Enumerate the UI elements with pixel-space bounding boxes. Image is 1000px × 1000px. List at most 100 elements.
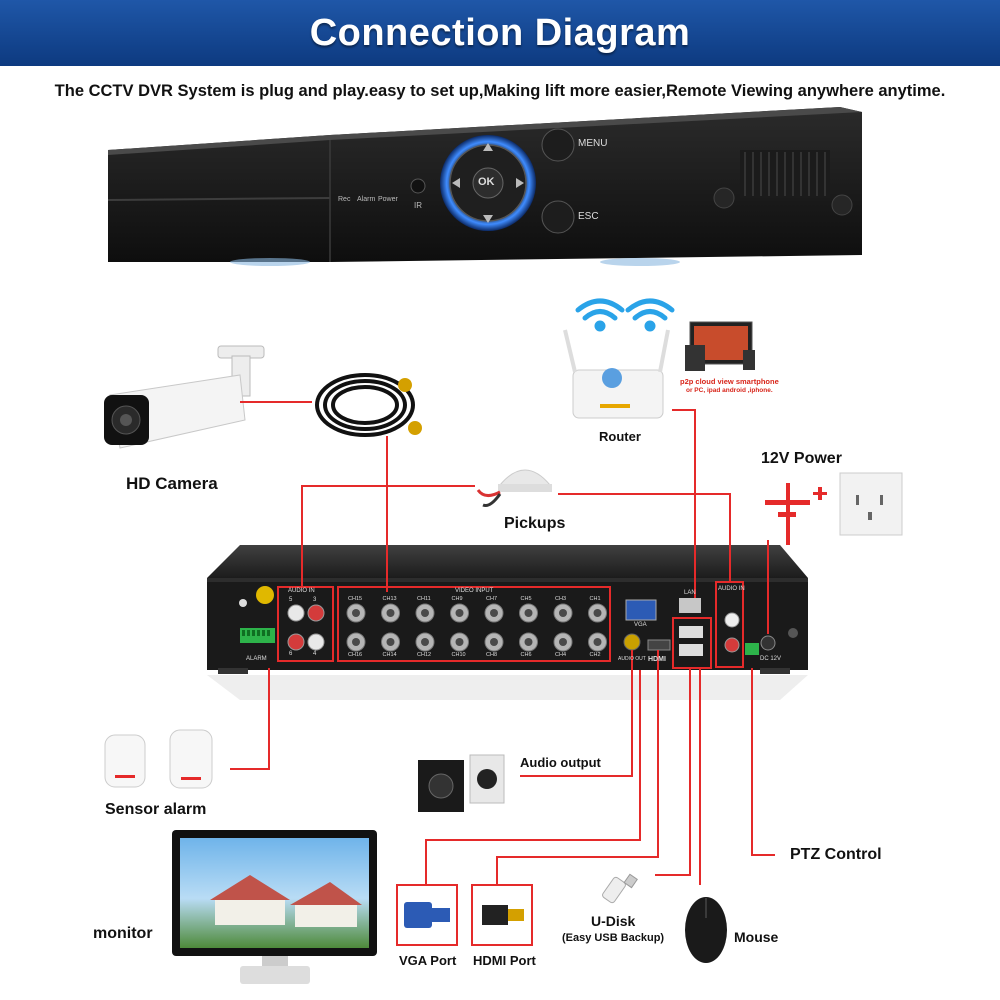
channel-label: CH4 bbox=[555, 652, 567, 658]
audio-in-right-label: AUDIO IN bbox=[718, 586, 745, 592]
channel-label: CH16 bbox=[348, 652, 363, 658]
audio-in-left-label: AUDIO IN bbox=[288, 588, 315, 594]
pickup-mic-icon bbox=[476, 469, 552, 507]
channel-label: CH1 bbox=[589, 596, 601, 602]
ptz-control-label: PTZ Control bbox=[790, 846, 882, 863]
channel-label: CH8 bbox=[486, 652, 498, 658]
ok-label: OK bbox=[478, 176, 495, 188]
alarm-port-label: ALARM bbox=[246, 656, 267, 662]
sensor-alarm-label: Sensor alarm bbox=[105, 801, 207, 818]
page-title: Connection Diagram bbox=[309, 12, 691, 54]
header-banner: Connection Diagram bbox=[0, 0, 1000, 66]
wifi-icon bbox=[575, 298, 625, 332]
lan-port-label: LAN bbox=[684, 590, 696, 596]
vga-cable-icon bbox=[404, 902, 450, 928]
power-outlet-icon bbox=[839, 472, 903, 536]
channel-label: CH3 bbox=[555, 596, 567, 602]
connector-lines bbox=[230, 401, 775, 885]
router-icon bbox=[563, 329, 670, 419]
channel-label: CH12 bbox=[417, 652, 432, 658]
bnc-connector-core bbox=[455, 638, 464, 646]
power-indicator: Power bbox=[378, 196, 398, 203]
router-label: Router bbox=[599, 429, 641, 444]
dvr-front-unit bbox=[107, 107, 862, 266]
cloud-subtext: or PC, ipad android ,iphone. bbox=[686, 387, 773, 394]
speakers-icon bbox=[418, 754, 505, 812]
esc-button[interactable] bbox=[541, 200, 575, 234]
ok-button[interactable] bbox=[472, 167, 504, 199]
bnc-connector-core bbox=[490, 638, 498, 646]
monitor-label: monitor bbox=[93, 925, 153, 942]
bnc-connectors bbox=[346, 603, 607, 652]
channel-label: CH10 bbox=[451, 652, 466, 658]
audio-in-number: 3 bbox=[313, 597, 317, 603]
vga-port-label: VGA bbox=[634, 622, 647, 628]
pickups-label: Pickups bbox=[504, 515, 566, 532]
battery-symbol-icon bbox=[765, 483, 827, 545]
channel-label: CH13 bbox=[382, 596, 397, 602]
page-subtitle: The CCTV DVR System is plug and play.eas… bbox=[54, 82, 946, 100]
dvr-back-unit bbox=[207, 545, 808, 700]
udisk-sublabel: (Easy USB Backup) bbox=[562, 932, 665, 944]
bnc-connector-core bbox=[421, 638, 429, 646]
channel-label: CH15 bbox=[348, 596, 363, 602]
esc-label: ESC bbox=[578, 211, 599, 222]
arrow-down-icon[interactable] bbox=[483, 215, 493, 223]
audio-in-number: 6 bbox=[289, 651, 293, 657]
channel-label: CH5 bbox=[520, 596, 532, 602]
hdmi-port-label: HDMI bbox=[648, 656, 666, 663]
dc-port-label: DC 12V bbox=[760, 656, 782, 662]
bnc-connector-core bbox=[524, 609, 533, 617]
rec-indicator: Rec bbox=[338, 196, 351, 203]
arrow-up-icon[interactable] bbox=[483, 143, 493, 151]
mouse-label: Mouse bbox=[734, 929, 779, 945]
hd-camera-icon bbox=[104, 345, 265, 449]
bnc-connector-core bbox=[421, 609, 429, 617]
bnc-connector-core bbox=[386, 638, 395, 646]
bnc-connector-core bbox=[593, 638, 602, 646]
channel-label: CH9 bbox=[451, 596, 463, 602]
bnc-connector-core bbox=[559, 638, 567, 646]
audio-out-port-label: AUDIO OUT bbox=[618, 656, 646, 662]
ir-sensor bbox=[410, 178, 426, 194]
bnc-connector-core bbox=[559, 609, 567, 617]
usb-disk-icon bbox=[602, 873, 638, 904]
channel-label: CH7 bbox=[486, 596, 498, 602]
channel-label: CH6 bbox=[520, 652, 532, 658]
video-input-highlight bbox=[337, 586, 611, 662]
hdmi-cable-icon bbox=[482, 905, 524, 925]
alarm-indicator: Alarm bbox=[357, 196, 376, 203]
vga-port-caption: VGA Port bbox=[399, 953, 457, 968]
bnc-connector-core bbox=[352, 609, 360, 617]
devices-icon bbox=[685, 321, 755, 371]
bnc-connector-core bbox=[352, 638, 360, 646]
audio-in-number: 5 bbox=[289, 597, 293, 603]
bnc-connector-core bbox=[524, 638, 533, 646]
cloud-text: p2p cloud view smartphone bbox=[680, 377, 779, 386]
ir-label: IR bbox=[414, 201, 422, 210]
mouse-icon bbox=[685, 897, 727, 963]
bnc-connector-core bbox=[455, 609, 464, 617]
udisk-label: U-Disk bbox=[591, 913, 636, 929]
menu-label: MENU bbox=[578, 138, 608, 149]
video-input-label: VIDEO INPUT bbox=[455, 588, 494, 594]
power-label: 12V Power bbox=[761, 450, 842, 467]
camera-label: HD Camera bbox=[126, 474, 218, 493]
channel-label: CH2 bbox=[589, 652, 601, 658]
bnc-connector-core bbox=[593, 609, 602, 617]
menu-button[interactable] bbox=[541, 128, 575, 162]
hdmi-port-caption: HDMI Port bbox=[473, 953, 536, 968]
audio-output-label: Audio output bbox=[520, 755, 601, 770]
arrow-left-icon[interactable] bbox=[452, 178, 460, 188]
wifi-icon bbox=[625, 298, 675, 332]
sensor-alarm-icon bbox=[104, 729, 213, 789]
channel-label: CH11 bbox=[417, 596, 431, 602]
audio-in-left-highlight bbox=[277, 586, 334, 662]
bnc-connector-core bbox=[490, 609, 498, 617]
audio-in-number: 4 bbox=[313, 651, 317, 657]
bnc-connector-core bbox=[386, 609, 395, 617]
monitor-icon bbox=[172, 830, 377, 984]
arrow-right-icon[interactable] bbox=[516, 178, 524, 188]
